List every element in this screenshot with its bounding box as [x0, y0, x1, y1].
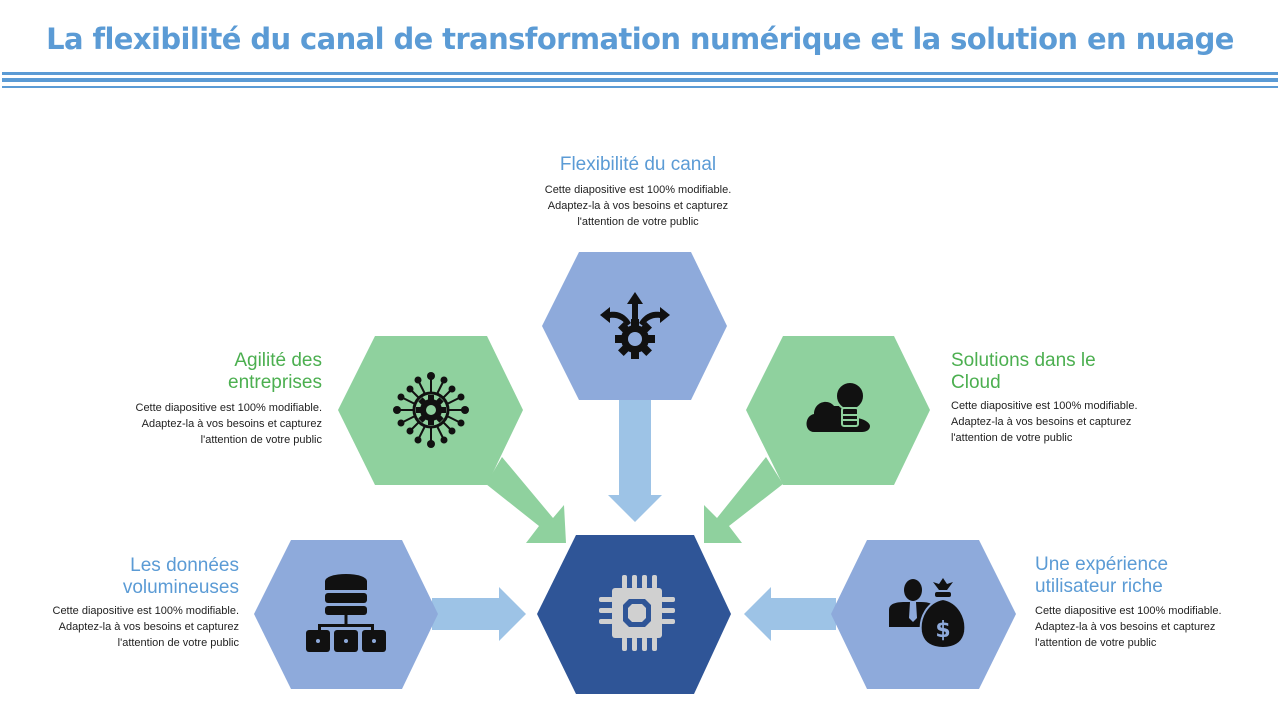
gear-arrows-icon: [600, 292, 670, 359]
arrow-left: [744, 587, 836, 641]
item-heading: Les données volumineuses: [122, 555, 239, 598]
item-description: Cette diapositive est 100% modifiable. A…: [135, 402, 323, 446]
title-divider-line: [2, 72, 1278, 75]
item-description: Cette diapositive est 100% modifiable. A…: [544, 184, 732, 228]
arrow-diagonal-right: [704, 457, 783, 543]
item-description: Cette diapositive est 100% modifiable. A…: [951, 400, 1138, 444]
slide-title: La flexibilité du canal de transformatio…: [46, 22, 1234, 56]
item-heading: Une expérience utilisateur riche: [1035, 554, 1169, 597]
arrow-down: [608, 400, 662, 522]
gear-network-icon: [393, 372, 469, 448]
item-heading: Flexibilité du canal: [559, 154, 717, 175]
cloud-lightbulb-icon: [806, 381, 870, 432]
arrow-right: [432, 587, 526, 641]
database-network-icon: [306, 574, 386, 652]
title-divider-line: [2, 86, 1278, 88]
item-description: Cette diapositive est 100% modifiable. A…: [52, 605, 240, 649]
item-heading: Agilité des entreprises: [228, 350, 322, 393]
title-divider-line: [2, 78, 1278, 82]
cpu-chip-icon: [599, 575, 675, 651]
svg-text:$: $: [935, 618, 950, 643]
item-heading: Solutions dans le Cloud: [951, 350, 1096, 393]
user-money-bag-icon: $: [889, 578, 967, 650]
arrow-diagonal-left: [486, 457, 566, 543]
item-description: Cette diapositive est 100% modifiable. A…: [1035, 605, 1222, 649]
